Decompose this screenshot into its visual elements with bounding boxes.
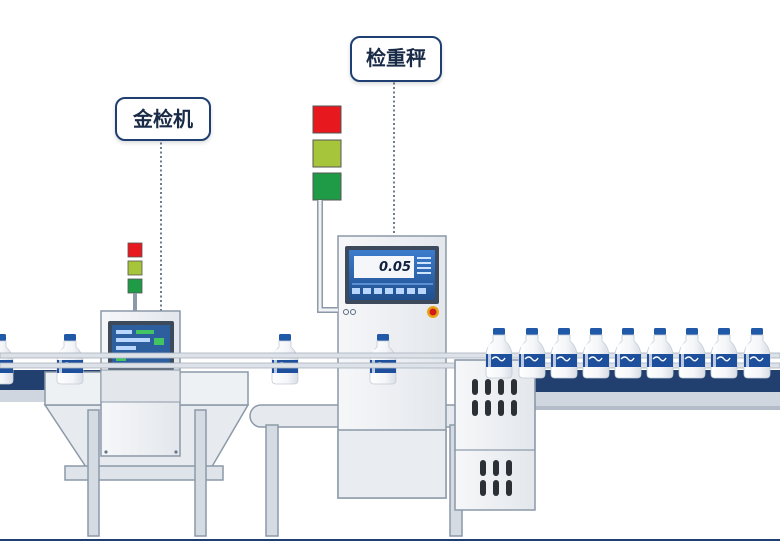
checkweigher-screen (345, 246, 439, 304)
checkweigher-label: 检重秤 (350, 36, 442, 82)
metal-detector-head (100, 310, 181, 457)
emergency-stop-icon[interactable] (427, 306, 439, 318)
checkweigher-indicators (343, 309, 356, 315)
weight-readout: 0.05 (378, 260, 412, 275)
checkweigher-stack-light (312, 105, 342, 313)
metal-detector-stack-light (127, 242, 143, 311)
guide-rails (0, 352, 780, 369)
bottles-infeed (485, 327, 771, 379)
metal-detector-label: 金检机 (115, 97, 211, 141)
reject-cabinet (454, 359, 536, 511)
